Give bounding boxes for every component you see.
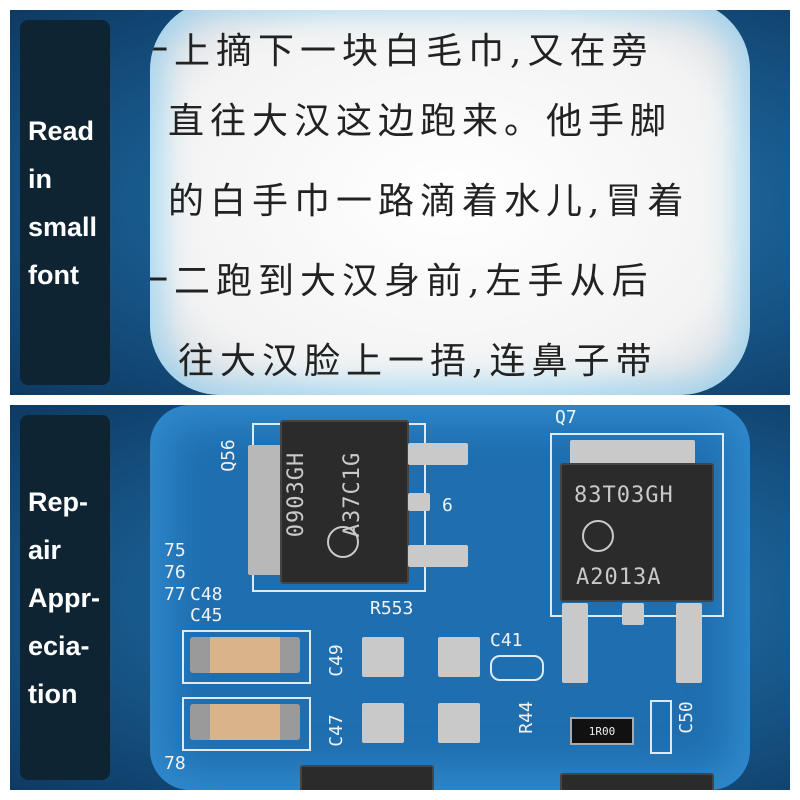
- label-line: Appr-: [28, 582, 100, 613]
- magnifier-lens: 一上摘下一块白毛巾,又在旁 直往大汉这边跑来。他手脚 的白手巾一路滴着水儿,冒着…: [150, 10, 750, 395]
- text-line: 一二跑到大汉身前,左手从后: [150, 261, 654, 302]
- component-outline: [182, 697, 311, 751]
- silkscreen-label: 75: [164, 540, 186, 561]
- silkscreen-label: R553: [370, 598, 414, 619]
- solder-pad: [362, 703, 404, 743]
- silkscreen-label: R44: [515, 701, 537, 734]
- chip-lead: [408, 545, 468, 567]
- text-line: 的白手巾一路滴着水儿,冒着: [168, 181, 690, 222]
- silkscreen-label: 76: [164, 562, 186, 583]
- chip-partial: [560, 773, 714, 790]
- text-line: 往大汉脸上一捂,连鼻子带: [178, 341, 658, 382]
- silkscreen-label: C47: [325, 714, 347, 747]
- component-outline: [650, 700, 672, 754]
- smd-resistor: 1R00: [570, 717, 634, 745]
- silkscreen-label: C48: [190, 584, 223, 605]
- magnified-circuit-panel: Rep- air Appr- ecia- tion Q56 75 76 77 C…: [10, 405, 790, 790]
- label-line: air: [28, 534, 62, 565]
- chip-lead: [562, 603, 588, 683]
- label-line: in: [28, 163, 52, 194]
- chip-marking: A37C1G: [340, 451, 366, 538]
- ceramic-capacitor: [190, 704, 300, 740]
- label-text: Rep- air Appr- ecia- tion: [20, 478, 100, 718]
- label-line: Rep-: [28, 486, 88, 517]
- chip-lead: [622, 603, 644, 625]
- silkscreen-label: 77: [164, 584, 186, 605]
- transistor-chip-right: 83T03GH A2013A: [560, 463, 714, 602]
- silkscreen-label: C50: [675, 701, 697, 734]
- read-small-font-label: Read in small font: [20, 20, 110, 385]
- chip-lead: [408, 443, 468, 465]
- chip-marking: 0903GH: [284, 451, 310, 538]
- transistor-chip-left: 0903GH A37C1G: [280, 420, 409, 584]
- solder-pad: [362, 637, 404, 677]
- label-line: tion: [28, 678, 78, 709]
- silkscreen-label: C45: [190, 605, 223, 626]
- chip-marking: 83T03GH: [574, 483, 674, 508]
- label-line: ecia-: [28, 630, 90, 661]
- silkscreen-label: 6: [442, 495, 453, 516]
- chip-partial: [300, 765, 434, 790]
- label-line: Read: [28, 115, 95, 146]
- silkscreen-label: Q7: [555, 407, 577, 428]
- text-line: 一上摘下一块白毛巾,又在旁: [150, 31, 654, 72]
- manufacturer-logo-icon: [582, 520, 614, 552]
- solder-pad: [438, 703, 480, 743]
- magnified-text-panel: Read in small font 一上摘下一块白毛巾,又在旁 直往大汉这边跑…: [10, 10, 790, 395]
- chip-lead: [676, 603, 702, 683]
- silkscreen-label: C41: [490, 630, 523, 651]
- ceramic-capacitor: [190, 637, 300, 673]
- label-text: Read in small font: [20, 107, 97, 299]
- component-outline: [490, 655, 544, 681]
- circuit-board: Q56 75 76 77 C48 C45 78 0903GH A37C1G 6 …: [150, 405, 750, 790]
- text-line: 直往大汉这边跑来。他手脚: [168, 101, 673, 142]
- chip-marking: A2013A: [576, 565, 662, 590]
- label-line: small: [28, 211, 98, 242]
- silkscreen-label: 78: [164, 753, 186, 774]
- manufacturer-logo-icon: [327, 526, 359, 558]
- component-outline: [182, 630, 311, 684]
- repair-appreciation-label: Rep- air Appr- ecia- tion: [20, 415, 110, 780]
- label-line: font: [28, 259, 79, 290]
- silkscreen-label: Q56: [217, 439, 239, 472]
- solder-pad: [438, 637, 480, 677]
- silkscreen-label: C49: [325, 644, 347, 677]
- chip-lead: [408, 493, 430, 511]
